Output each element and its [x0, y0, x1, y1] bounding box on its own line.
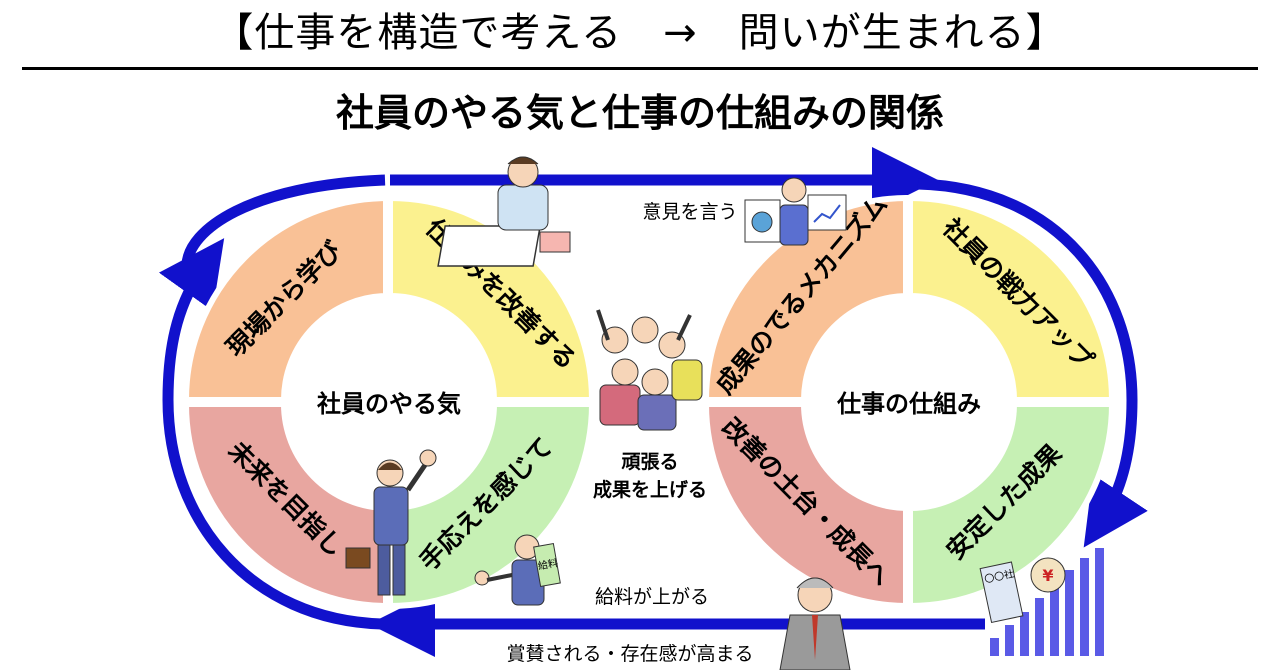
left-center-label: 社員のやる気 [317, 390, 461, 418]
note-center-line2: 成果を上げる [593, 478, 707, 501]
note-center-line1: 頑張る [620, 451, 678, 473]
presenter-illustration [744, 177, 847, 246]
yen-icon: ¥ [1042, 566, 1053, 585]
right-center-label: 仕事の仕組み [836, 390, 981, 418]
arrow-left [158, 238, 383, 630]
right-seg-top-right [907, 194, 1116, 403]
flow-arrows [158, 147, 1148, 657]
senior-man-illustration [779, 577, 851, 670]
note-bottom-inner: 給料が上がる [595, 586, 709, 608]
main-title: 社員のやる気と仕事の仕組みの関係 [335, 91, 944, 135]
left-seg-top-left [182, 194, 389, 403]
right-ring: 仕事の仕組み 成果のでるメカニズム 社員の戦力アップ 改善の土台・成長へ 安定し… [702, 189, 1116, 610]
header-title: 【仕事を構造で考える → 問いが生まれる】 [213, 10, 1067, 56]
right-seg-top-left [702, 194, 909, 403]
left-seg-bottom-right [387, 401, 596, 610]
thinking-man-illustration [437, 156, 571, 267]
right-seg-bottom-left [702, 401, 909, 610]
growth-bars-illustration: 〇〇社 ¥ [979, 548, 1104, 656]
header-divider [22, 67, 1258, 70]
man-with-briefcase-illustration [345, 449, 437, 596]
left-seg-bottom-left [182, 401, 389, 610]
note-top: 意見を言う [642, 201, 737, 223]
man-with-pay-envelope-illustration: 給料 [474, 534, 561, 606]
pay-envelope-text: 給料 [537, 556, 559, 572]
note-bottom-outer: 賞賛される・存在感が高まる [506, 643, 753, 665]
arrow-right [917, 178, 1148, 548]
cheering-group-illustration [596, 309, 703, 431]
